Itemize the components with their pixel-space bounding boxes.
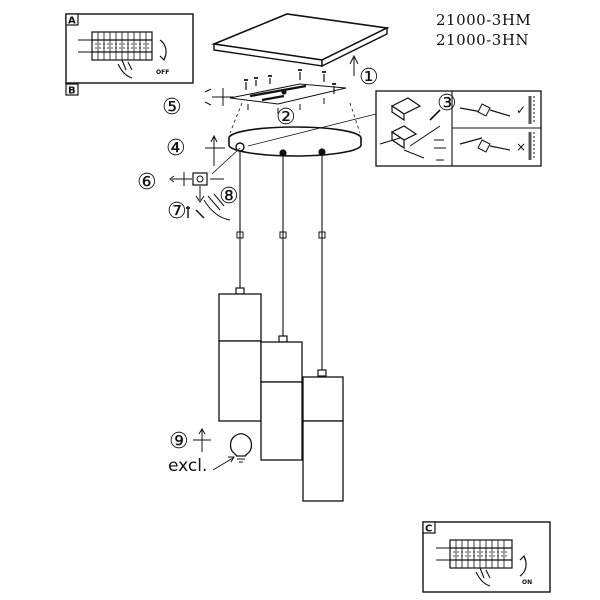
panel-c-letter: C — [425, 524, 432, 535]
terminal-block-c — [436, 539, 513, 569]
panel-b-letter: B — [68, 86, 76, 97]
strain-relief-detail — [169, 172, 231, 221]
wiring-wrong-mark: × — [516, 140, 526, 154]
panel-a-frame — [65, 13, 194, 84]
panel-c: C ON — [422, 521, 551, 593]
hand-c-icon — [475, 567, 491, 587]
bulb-excluded-note: excl. — [168, 456, 208, 476]
wiring-detail-panel: ✓ × — [375, 90, 542, 167]
rotate-arrow-icon — [159, 39, 167, 62]
terminal-block-a — [78, 31, 153, 61]
step-8-label: ⑧ — [219, 184, 239, 209]
step-5-label: ⑤ — [162, 95, 182, 120]
rotate-arrow-c-icon — [519, 554, 527, 577]
step-9-label: ⑨ — [169, 429, 189, 454]
panel-c-letter-box — [422, 521, 436, 534]
step-4-label: ④ — [166, 136, 186, 161]
step-1-label: ① — [359, 65, 379, 90]
panel-a-letter-box — [65, 13, 79, 26]
mounting-bracket — [229, 69, 347, 114]
hand-b-icon — [203, 193, 231, 221]
screw-symbol-5-icon — [212, 88, 234, 106]
ceiling-plate — [211, 13, 390, 68]
step-2-label: ② — [276, 105, 296, 130]
panel-a-letter: A — [68, 16, 76, 27]
shade-right — [302, 376, 344, 502]
bulb-arrow-icon — [212, 456, 235, 471]
shade-middle — [260, 341, 303, 461]
panel-a: A OFF — [65, 13, 194, 84]
screw-symbol-4-icon — [205, 136, 225, 166]
shade-left — [218, 293, 262, 422]
step-7-label: ⑦ — [167, 199, 187, 224]
hand-a-icon — [117, 59, 133, 79]
panel-b-marker: B — [65, 83, 79, 97]
panel-c-state: ON — [522, 579, 532, 586]
up-arrow-1-icon — [349, 54, 359, 76]
model-number-2: 21000-3HN — [436, 31, 530, 49]
wiring-correct-mark: ✓ — [516, 103, 526, 117]
screw-symbol-9-icon — [193, 430, 211, 452]
panel-c-frame — [422, 521, 551, 593]
panel-a-state: OFF — [156, 69, 169, 76]
bulb-icon — [229, 433, 253, 463]
canopy — [228, 126, 362, 157]
step-6-label: ⑥ — [137, 170, 157, 195]
step-3-label: ③ — [437, 91, 457, 116]
model-number-1: 21000-3HM — [436, 11, 532, 29]
pendant-cords — [235, 151, 327, 377]
